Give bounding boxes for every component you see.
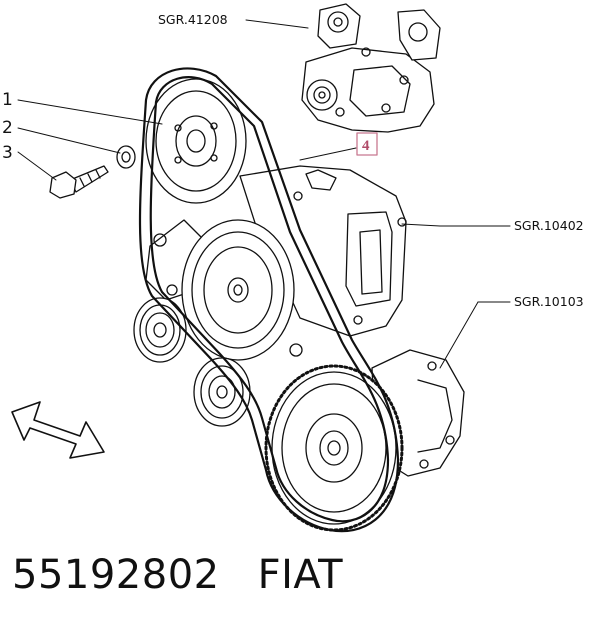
callout-item-1: 1 (2, 90, 13, 110)
callout-item-4: 4 (362, 138, 370, 154)
crankshaft-pulley (264, 364, 404, 532)
leader-lines (17, 19, 511, 369)
center-pulley (181, 219, 295, 361)
direction-arrow-icon (11, 401, 105, 459)
part-number: 55192802 (12, 552, 220, 598)
bolt (49, 165, 109, 199)
power-steering-pump (301, 3, 441, 133)
washer (116, 145, 136, 169)
callout-item-2: 2 (2, 118, 13, 138)
callout-item-3: 3 (2, 143, 13, 163)
reference-sgr-10402: SGR.10402 (514, 218, 584, 233)
brand-name: FIAT (257, 552, 344, 598)
idler-pulley-lower (193, 357, 251, 427)
callout-box-item-4 (356, 132, 378, 156)
reference-sgr-10103: SGR.10103 (514, 294, 584, 309)
idler-pulley-left (133, 297, 187, 363)
drive-belt (138, 67, 400, 533)
crank-pulley-top (145, 78, 247, 204)
part-caption: 55192802 FIAT (12, 552, 343, 598)
reference-sgr-41208: SGR.41208 (158, 12, 228, 27)
